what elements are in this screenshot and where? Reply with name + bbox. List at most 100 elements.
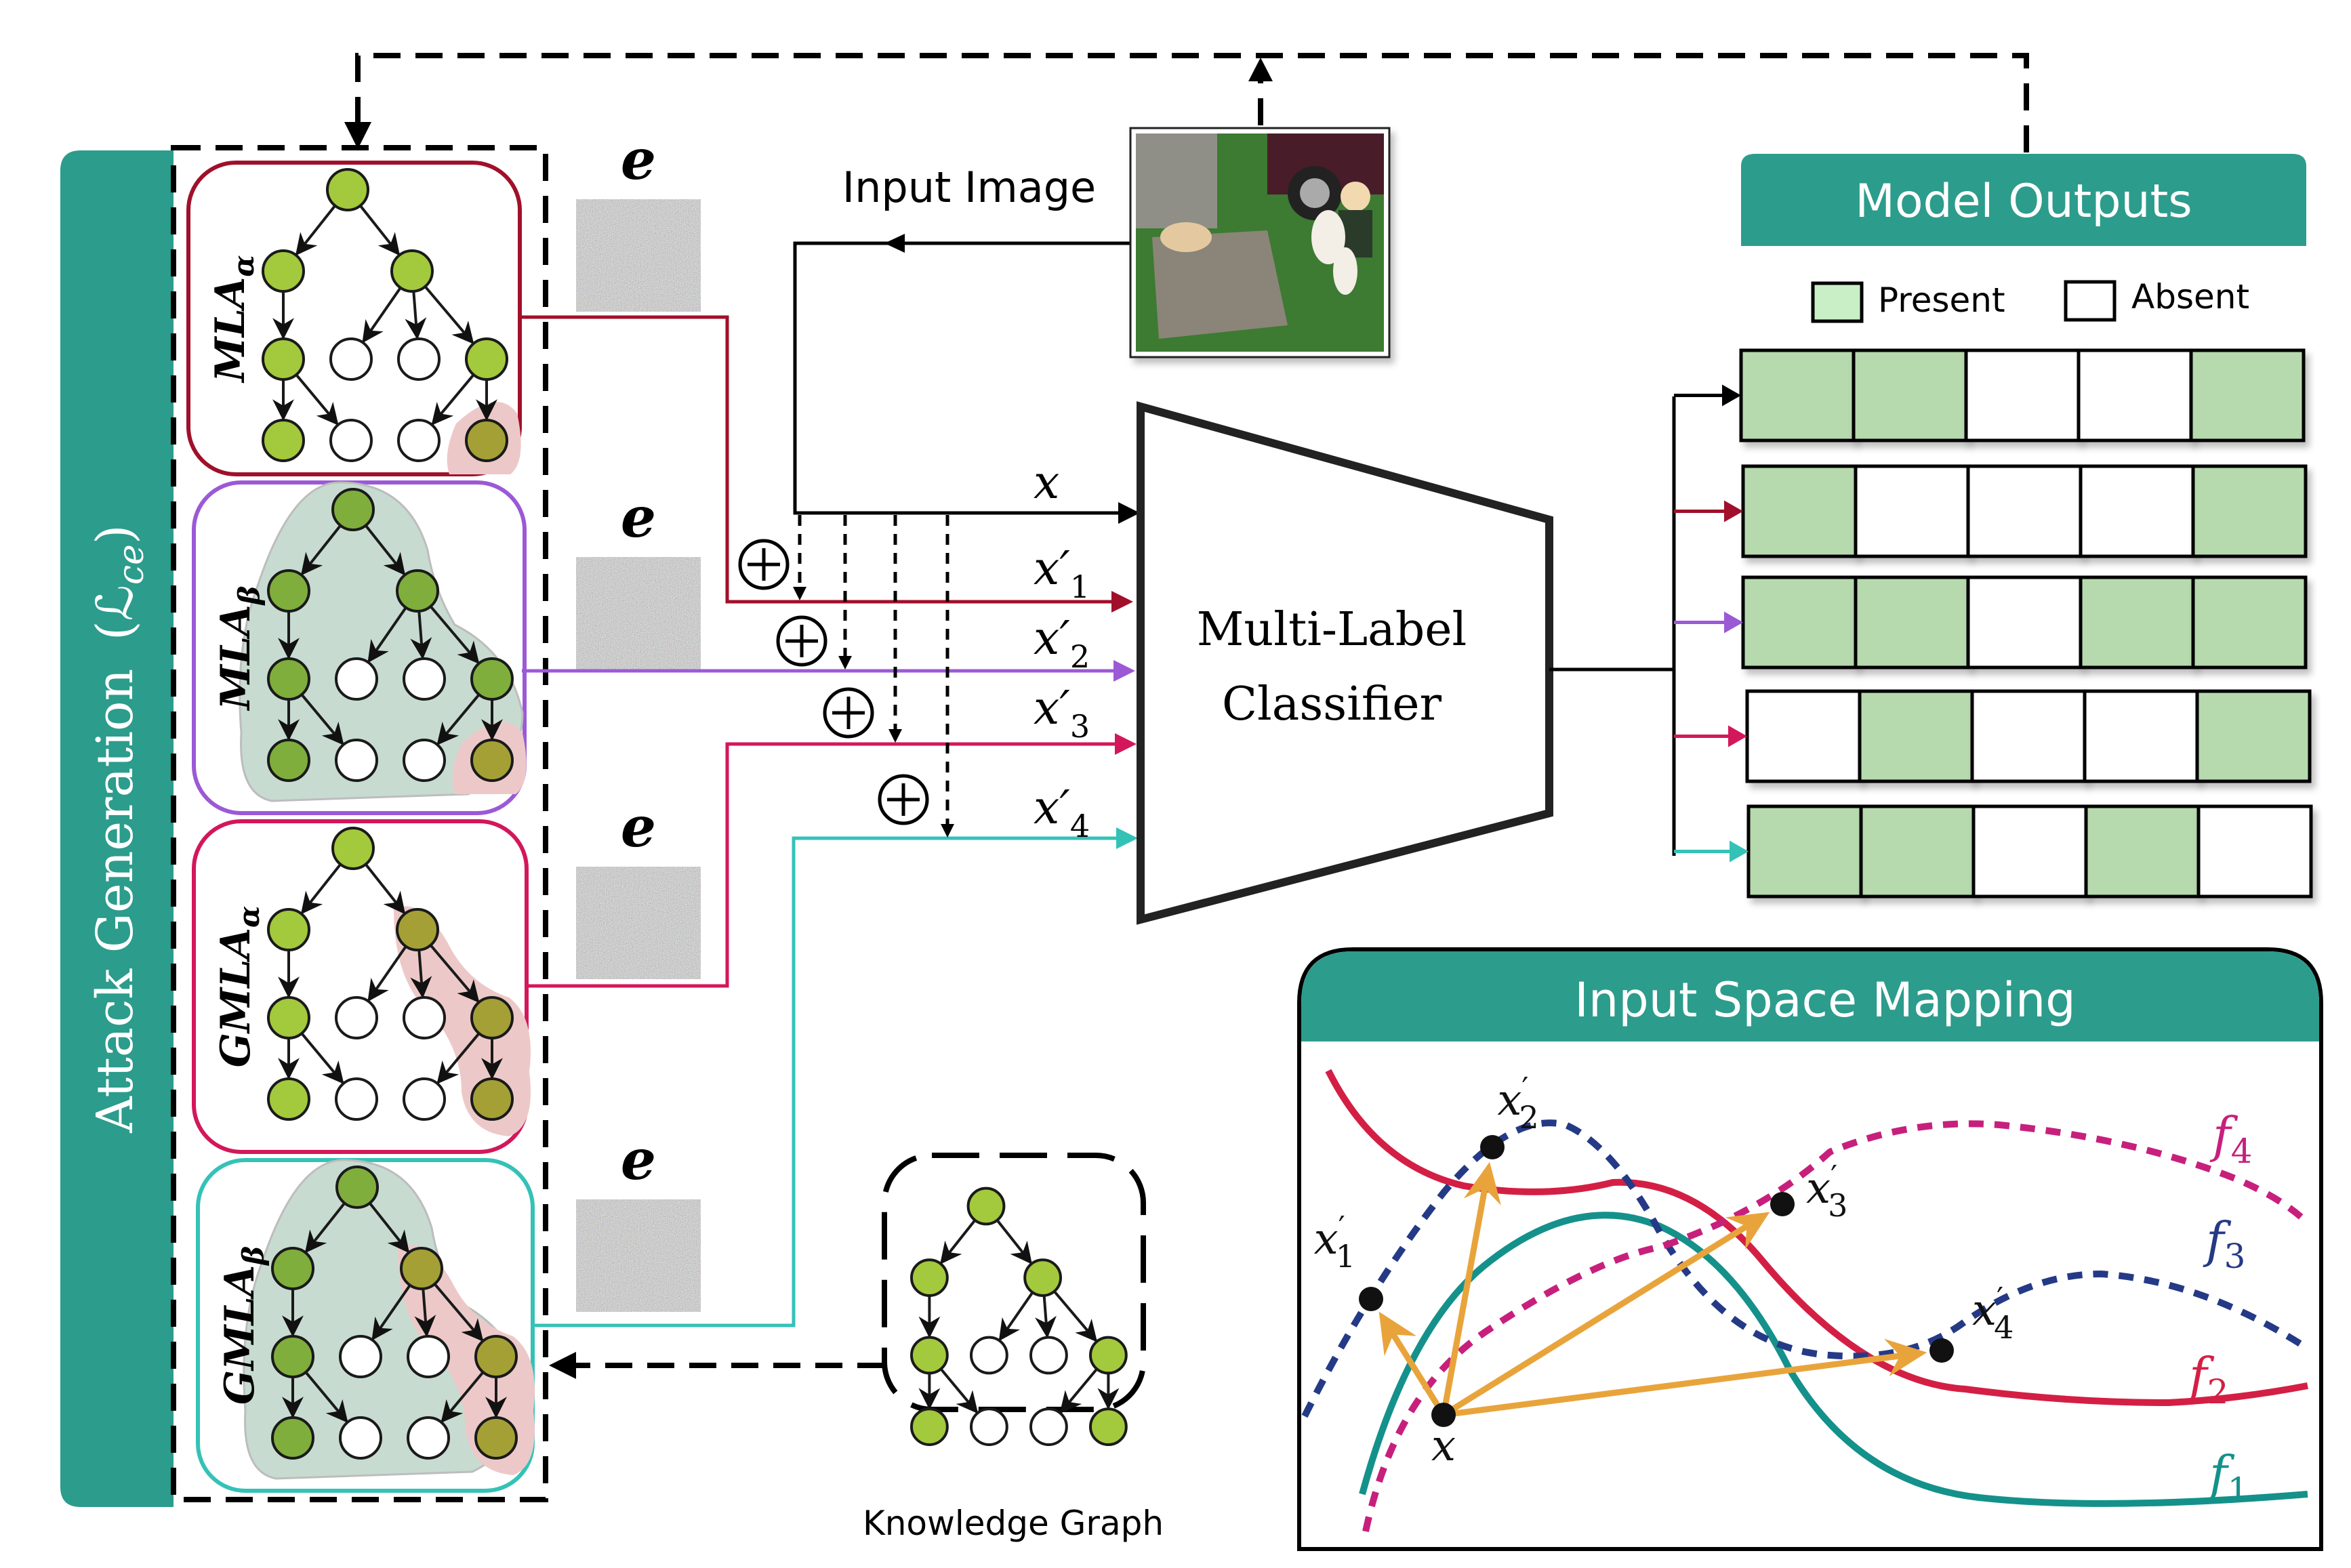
graph-node-lime xyxy=(465,337,508,381)
graph-node-lime xyxy=(326,168,369,211)
graph-edge xyxy=(300,524,342,576)
graph-edge xyxy=(429,944,480,1004)
curve-label-f1: f1 xyxy=(2206,1445,2249,1510)
graph-node-empty xyxy=(339,1335,382,1378)
graph-node-empty xyxy=(335,996,378,1039)
graph-node-olive xyxy=(400,1247,443,1290)
output-arrowhead xyxy=(1722,384,1741,407)
graph-node-dark xyxy=(271,1416,314,1460)
perturbation-vector xyxy=(1442,1220,1755,1418)
graph-edge xyxy=(424,285,474,345)
graph-node-olive xyxy=(396,908,439,951)
graph-node-olive xyxy=(465,419,508,462)
perturbation-lines xyxy=(520,315,1122,1327)
graph-edge xyxy=(1053,1290,1098,1342)
graph-edge xyxy=(429,605,480,665)
output-cell-present xyxy=(2079,575,2195,669)
x-arrowhead xyxy=(1118,502,1140,524)
output-cell-present xyxy=(1858,689,1974,783)
graph-node-empty xyxy=(403,1077,446,1121)
input-left-arrowhead xyxy=(884,234,905,253)
graph-edge xyxy=(295,205,336,256)
feedback-arrowhead-down xyxy=(344,122,371,149)
classifier-label-line1: Multi-Label xyxy=(1197,603,1467,657)
noise-perturbation: e xyxy=(576,1128,701,1312)
add-operator-icon xyxy=(823,687,874,739)
point-label: x′3 xyxy=(1806,1159,1847,1224)
output-cell-absent xyxy=(1966,575,2083,669)
legend-present-swatch xyxy=(1811,281,1864,323)
graph-node-empty xyxy=(329,337,373,381)
input-label-4: x′4 xyxy=(1034,781,1090,844)
perturbation-vector-head xyxy=(1884,1338,1927,1377)
sample-point xyxy=(1770,1192,1795,1216)
output-row xyxy=(1674,804,2313,899)
knowledge-graph-label: Knowledge Graph xyxy=(863,1504,1164,1543)
graph-node-olive xyxy=(470,996,514,1039)
output-cell-present xyxy=(2191,575,2308,669)
noise-label-e: e xyxy=(621,795,656,860)
perturbation-vector-head xyxy=(1378,1311,1417,1357)
graph-edge xyxy=(300,1032,344,1084)
add-operator-icon xyxy=(776,615,827,667)
classifier-output-fan xyxy=(1549,396,1676,856)
panel-label: GMLAβ xyxy=(216,1246,270,1405)
graph-edge xyxy=(304,1371,348,1423)
output-cell-absent xyxy=(1745,689,1862,783)
graph-node-lime xyxy=(910,1258,949,1297)
graph-node-lime xyxy=(267,1077,310,1121)
attack-panel-gmla-alpha: GMLAα xyxy=(192,819,531,1154)
output-cell-absent xyxy=(1970,689,2087,783)
multi-label-classifier xyxy=(1137,401,1553,925)
legend-absent-label: Absent xyxy=(2131,277,2249,316)
graph-node-olive xyxy=(470,739,514,782)
perturbation-vector xyxy=(1387,1327,1446,1417)
panel-label: GMLAα xyxy=(212,906,266,1068)
graph-node-empty xyxy=(397,337,441,381)
attack-panel-mla-alpha: MLAα xyxy=(186,161,522,476)
graph-node-empty xyxy=(335,739,378,782)
graph-node-olive xyxy=(474,1335,518,1378)
graph-edge xyxy=(996,1219,1032,1264)
graph-edge xyxy=(365,863,406,915)
attack-panel-gmla-beta: GMLAβ xyxy=(196,1158,535,1493)
graph-node-lime xyxy=(267,996,310,1039)
output-cell-absent xyxy=(1971,804,2088,899)
graph-edge xyxy=(369,1202,410,1254)
graph-node-lime xyxy=(966,1187,1006,1226)
graph-edge xyxy=(436,693,481,745)
output-cell-present xyxy=(1746,804,1863,899)
output-arrowhead xyxy=(1724,611,1743,634)
output-cell-absent xyxy=(1964,348,2081,442)
output-row xyxy=(1674,464,2308,558)
output-cell-present xyxy=(1739,348,1856,442)
graph-node-dark xyxy=(271,1335,314,1378)
input-label-2: x′2 xyxy=(1034,612,1090,675)
decision-boundary-f2 xyxy=(1325,1069,2308,1407)
graph-edge xyxy=(362,287,402,344)
panel-label: MLAβ xyxy=(212,585,266,711)
output-row xyxy=(1674,348,2306,442)
legend-absent-swatch xyxy=(2064,280,2117,322)
graph-edge xyxy=(998,1292,1034,1342)
graph-node-lime xyxy=(390,249,434,293)
graph-node-lime xyxy=(910,1336,949,1375)
noise-drop-lines xyxy=(798,515,949,825)
add-operator-icon xyxy=(878,774,929,825)
add-operator-icon xyxy=(738,539,790,590)
graph-node-empty xyxy=(407,1416,450,1460)
noise-perturbation: e xyxy=(576,485,701,669)
graph-node-empty xyxy=(335,657,378,701)
graph-node-empty xyxy=(403,739,446,782)
graph-edge xyxy=(365,524,406,576)
output-cell-present xyxy=(1741,464,1858,558)
noise-perturbation: e xyxy=(576,795,701,979)
input-label-0: x xyxy=(1034,456,1059,510)
noise-label-e: e xyxy=(621,127,656,192)
attack-panels-dashed-box xyxy=(171,145,548,1502)
attack-generation-sidebar: Attack Generation (ℒce) xyxy=(60,150,173,1507)
input-space-title: Input Space Mapping xyxy=(1574,972,2075,1028)
output-row xyxy=(1674,575,2308,669)
perturbation-vector xyxy=(1443,1352,1908,1418)
output-cell-absent xyxy=(1966,464,2083,558)
